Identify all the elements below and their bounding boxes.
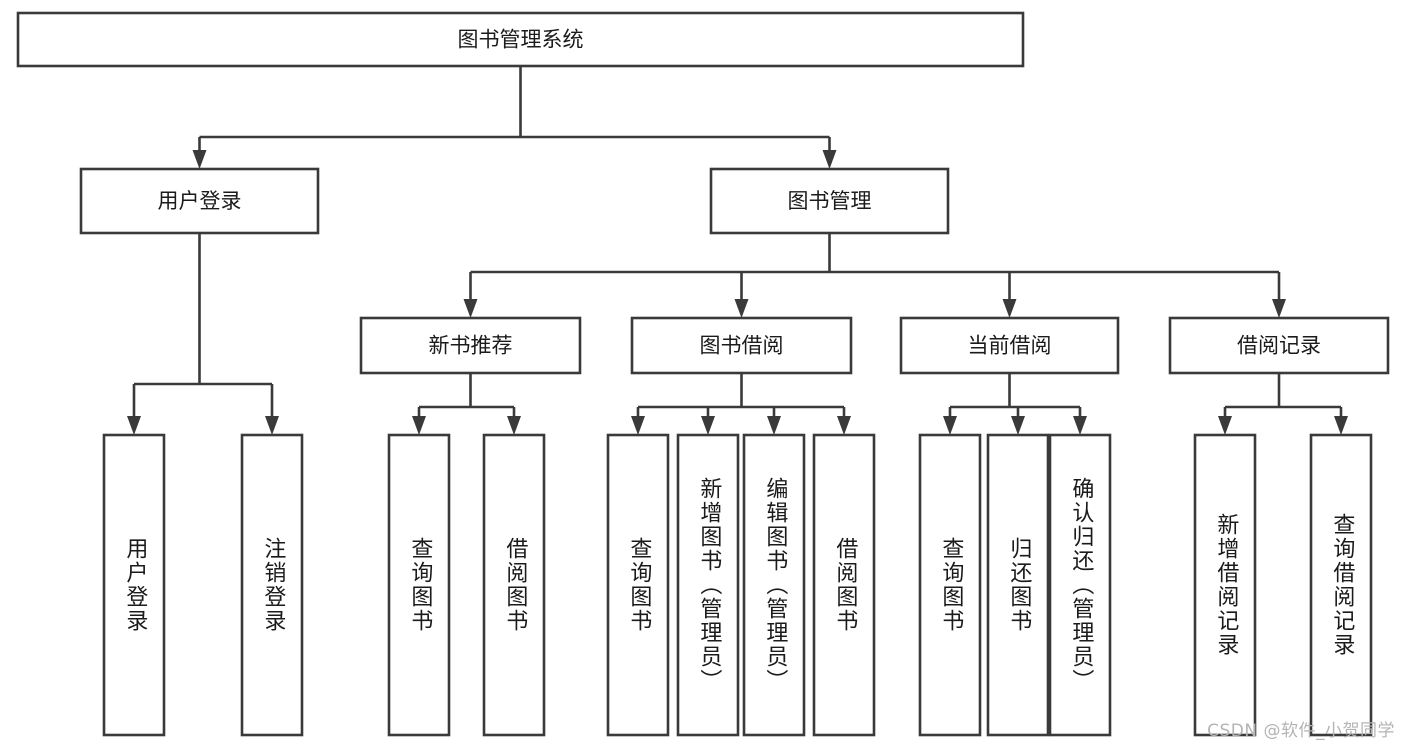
node-leaf-borrow-book-1[interactable] <box>482 433 546 737</box>
node-current-borrow[interactable]: 当前借阅 <box>899 316 1120 375</box>
node-box-book-management <box>709 167 950 235</box>
arrow-down-icon <box>631 416 645 435</box>
node-label-book-management: 图书管理 <box>788 189 872 213</box>
node-box-leaf-edit-book <box>742 433 806 737</box>
node-label-user-login: 用户登录 <box>158 189 242 213</box>
arrow-down-icon <box>1218 416 1232 435</box>
node-leaf-user-logout[interactable] <box>240 433 304 737</box>
node-box-leaf-return-book <box>986 433 1050 737</box>
node-box-current-borrow <box>899 316 1120 375</box>
node-borrow-record[interactable]: 借阅记录 <box>1168 316 1390 375</box>
node-book-management[interactable]: 图书管理 <box>709 167 950 235</box>
node-leaf-add-record[interactable] <box>1193 433 1257 737</box>
node-box-leaf-query-book-3 <box>918 433 982 737</box>
node-box-root <box>16 11 1025 68</box>
node-leaf-borrow-book-2[interactable] <box>812 433 876 737</box>
arrow-down-icon <box>265 416 279 435</box>
node-box-user-login <box>79 167 320 235</box>
arrow-down-icon <box>734 299 749 318</box>
node-root[interactable]: 图书管理系统 <box>16 11 1025 68</box>
arrow-down-icon <box>412 416 426 435</box>
node-leaf-edit-book[interactable] <box>742 433 806 737</box>
node-box-leaf-query-record <box>1309 433 1373 737</box>
arrow-down-icon <box>837 416 851 435</box>
arrow-down-icon <box>1272 299 1286 318</box>
node-box-leaf-borrow-book-2 <box>812 433 876 737</box>
node-user-login[interactable]: 用户登录 <box>79 167 320 235</box>
node-box-book-borrow <box>630 316 853 375</box>
node-leaf-query-book-3[interactable] <box>918 433 982 737</box>
node-leaf-query-record[interactable] <box>1309 433 1373 737</box>
node-leaf-query-book-1[interactable] <box>387 433 451 737</box>
node-box-leaf-query-book-1 <box>387 433 451 737</box>
arrow-down-icon <box>822 150 837 169</box>
node-box-leaf-user-login <box>102 433 166 737</box>
node-leaf-user-login[interactable] <box>102 433 166 737</box>
node-leaf-confirm-return[interactable] <box>1048 433 1112 737</box>
watermark-text: CSDN @软件_小贺同学 <box>1207 721 1395 741</box>
node-box-leaf-add-book <box>676 433 740 737</box>
arrow-down-icon <box>507 416 521 435</box>
node-label-current-borrow: 当前借阅 <box>968 334 1052 358</box>
node-box-leaf-query-book-2 <box>606 433 670 737</box>
node-label-borrow-record: 借阅记录 <box>1237 334 1321 358</box>
arrow-down-icon <box>1011 416 1025 435</box>
node-box-leaf-confirm-return <box>1048 433 1112 737</box>
node-label-root: 图书管理系统 <box>458 28 584 52</box>
node-leaf-return-book[interactable] <box>986 433 1050 737</box>
node-book-borrow[interactable]: 图书借阅 <box>630 316 853 375</box>
arrow-down-icon <box>192 150 207 169</box>
arrow-down-icon <box>1334 416 1348 435</box>
arrow-down-icon <box>127 416 141 435</box>
arrow-down-icon <box>1002 299 1017 318</box>
arrow-down-icon <box>701 416 715 435</box>
arrow-down-icon <box>943 416 957 435</box>
node-box-new-book-recommend <box>359 316 582 375</box>
node-leaf-add-book[interactable] <box>676 433 740 737</box>
arrow-down-icon <box>463 299 478 318</box>
node-box-leaf-borrow-book-1 <box>482 433 546 737</box>
node-box-borrow-record <box>1168 316 1390 375</box>
node-new-book-recommend[interactable]: 新书推荐 <box>359 316 582 375</box>
node-label-new-book-recommend: 新书推荐 <box>429 334 513 358</box>
arrow-down-icon <box>1073 416 1087 435</box>
arrow-down-icon <box>767 416 781 435</box>
node-box-leaf-add-record <box>1193 433 1257 737</box>
node-box-leaf-user-logout <box>240 433 304 737</box>
connectors-layer <box>127 66 1348 435</box>
node-leaf-query-book-2[interactable] <box>606 433 670 737</box>
node-label-book-borrow: 图书借阅 <box>700 334 784 358</box>
